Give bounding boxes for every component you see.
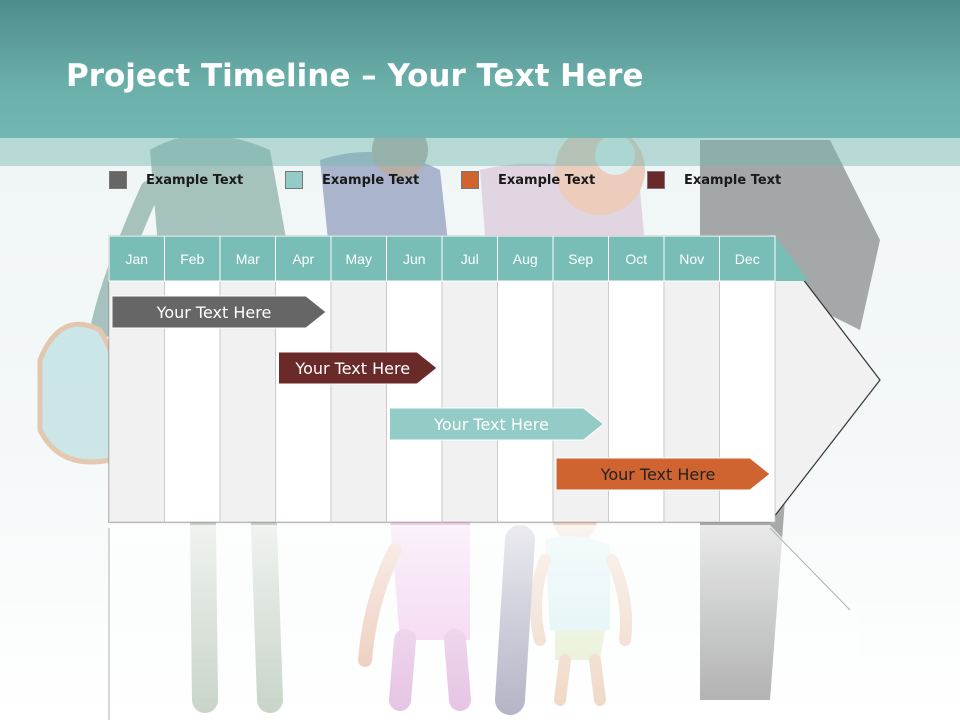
timeline-header-tip [775,236,809,281]
month-header-dec [719,235,776,282]
page-title-bold: Project Timeline [66,58,351,94]
task-arrow-shape [555,457,771,491]
month-label: Oct [625,251,647,267]
legend-swatch-maroon [647,171,665,189]
month-header-apr [275,235,332,282]
task-arrow-label: Your Text Here [156,303,272,322]
month-header-oct [608,235,665,282]
title-header-band [0,0,960,138]
legend-label: Example Text [322,173,420,188]
month-label: Apr [292,251,314,267]
timeline-reflection-edge [108,527,851,720]
task-arrow-label: Your Text Here [294,359,410,378]
task-arrow-shape [278,351,438,385]
month-header-jan [108,235,165,282]
month-label: Jan [125,251,148,267]
header-accent-band [0,138,960,166]
month-column-jul [441,280,498,523]
month-label: Jun [403,251,426,267]
legend-label: Example Text [146,173,244,188]
task-arrow-shape [389,407,605,441]
task-arrow-4[interactable]: Your Text Here [555,457,771,491]
legend-swatch-teal [285,171,303,189]
legend-swatch-orange [461,171,479,189]
month-label: Dec [735,251,760,267]
month-column-aug [497,280,554,523]
month-label: Feb [180,251,204,267]
month-label: May [346,251,372,267]
month-label: Jul [461,251,479,267]
month-column-may [330,280,387,523]
task-arrow-2[interactable]: Your Text Here [278,351,438,385]
legend-label: Example Text [498,173,596,188]
month-header-mar [219,235,276,282]
task-arrow-label: Your Text Here [433,415,549,434]
timeline-reflection [109,525,860,720]
task-arrow-1[interactable]: Your Text Here [111,295,327,329]
month-label: Sep [568,251,593,267]
month-header-sep [552,235,609,282]
task-arrow-3[interactable]: Your Text Here [389,407,605,441]
month-label: Aug [513,251,538,267]
month-header-aug [497,235,554,282]
page-title: Project Timeline – Your Text Here [66,58,643,94]
legend-swatch-gray [109,171,127,189]
month-column-jun [386,280,443,523]
month-header-jul [441,235,498,282]
month-label: Nov [679,251,704,267]
legend-label: Example Text [684,173,782,188]
month-label: Mar [236,251,260,267]
page-title-subtitle: – Your Text Here [350,58,644,94]
task-arrow-label: Your Text Here [600,465,716,484]
task-arrow-shape [111,295,327,329]
